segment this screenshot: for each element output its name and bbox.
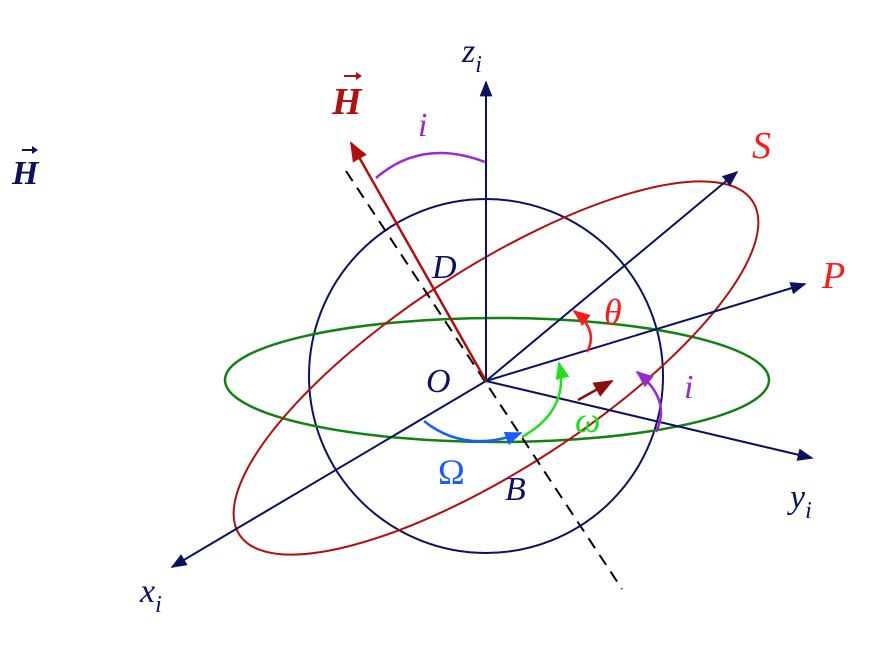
- svg-text:H: H: [331, 81, 363, 123]
- svg-text:H: H: [11, 155, 40, 192]
- label-h-blue: H: [11, 146, 40, 192]
- label-inclination-right: i: [684, 369, 693, 406]
- label-inclination-top: i: [418, 107, 427, 144]
- x-axis: [170, 380, 487, 568]
- inclination-arc-top: [375, 151, 486, 179]
- label-big-omega: Ω: [438, 452, 465, 492]
- vector-p: [485, 282, 807, 382]
- label-s: S: [752, 125, 771, 167]
- equatorial-plane: [223, 316, 771, 444]
- big-omega-arc: [423, 420, 523, 446]
- label-d: D: [431, 249, 457, 286]
- inclination-arc-right: [635, 370, 663, 433]
- label-z: zi: [461, 33, 482, 78]
- label-b: B: [505, 471, 526, 508]
- label-theta: θ: [604, 292, 622, 332]
- y-axis: [485, 380, 814, 461]
- label-h-red: H: [331, 72, 363, 123]
- label-y: yi: [787, 479, 812, 524]
- label-x: xi: [139, 573, 162, 618]
- angular-momentum-vector: [349, 141, 488, 382]
- omega-arc: [521, 361, 570, 439]
- label-omega: ω: [575, 400, 600, 440]
- theta-arc: [572, 309, 593, 353]
- orbit-direction-arrow: [577, 379, 614, 402]
- label-p: P: [821, 255, 845, 297]
- label-o: O: [426, 363, 451, 400]
- orbital-plane: [232, 180, 760, 556]
- vector-s: [485, 170, 739, 382]
